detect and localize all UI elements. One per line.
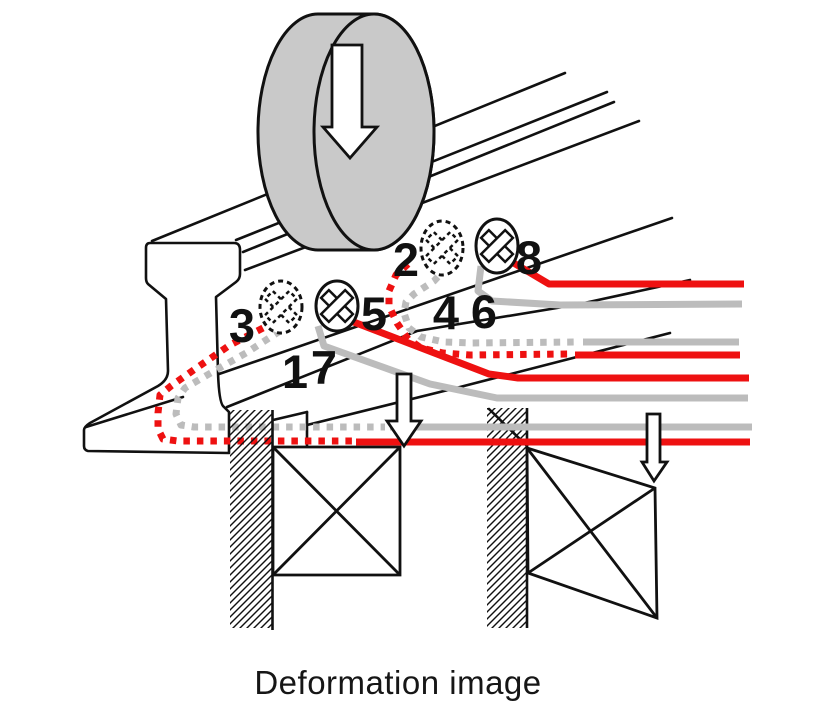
strain-gauge-3-hidden-icon <box>258 279 304 335</box>
deflection-arrow-left-icon <box>384 372 424 449</box>
figure-caption: Deformation image <box>254 664 542 701</box>
strain-gauge-2-hidden-icon <box>419 219 465 277</box>
deflection-arrow-right-icon <box>639 412 670 484</box>
left-sleeper-box-cross <box>272 446 401 576</box>
rail-seat-notch-left <box>271 410 309 422</box>
wheel <box>256 12 436 252</box>
red-dotted-trace-upper <box>385 261 571 359</box>
point-label-2: 2 <box>393 233 419 286</box>
point-label-1: 1 <box>282 345 308 398</box>
rail-web-bottom-edge <box>217 216 674 376</box>
gray-dotted-trace-lower <box>172 328 385 431</box>
rail-foot-top-edge <box>225 278 692 409</box>
red-trace-from-gauge-5 <box>349 317 749 382</box>
red-dotted-trace-lower <box>154 324 352 445</box>
gray-trace-from-gauge-8 <box>474 265 743 309</box>
red-solid-traces <box>349 258 750 446</box>
strain-gauge-5-visible-icon <box>314 279 360 333</box>
point-label-5: 5 <box>361 287 387 340</box>
point-label-8: 8 <box>516 231 542 284</box>
right-sleeper-box-cross <box>525 447 659 619</box>
gray-solid-traces <box>314 265 752 431</box>
gray-dotted-traces <box>172 264 579 431</box>
left-sleeper-hatched-column <box>230 410 272 628</box>
point-label-7: 7 <box>311 341 337 394</box>
red-trace-from-gauge-8 <box>510 258 744 288</box>
load-arrow-icon <box>319 43 381 161</box>
red-dotted-traces <box>154 261 571 445</box>
point-label-3: 3 <box>229 299 255 352</box>
rail-profile-face <box>82 241 242 455</box>
strain-gauge-8-visible-icon <box>474 217 520 275</box>
rail-foot-tip-edge <box>84 395 185 429</box>
gray-trace-from-gauge-5 <box>314 324 748 402</box>
gray-dotted-trace-upper <box>400 264 579 347</box>
point-labels: 2 8 4 6 3 5 1 7 <box>229 231 542 398</box>
point-label-6: 6 <box>471 285 497 338</box>
right-sleeper <box>487 408 659 628</box>
left-sleeper <box>230 410 402 630</box>
point-label-4: 4 <box>433 286 459 339</box>
